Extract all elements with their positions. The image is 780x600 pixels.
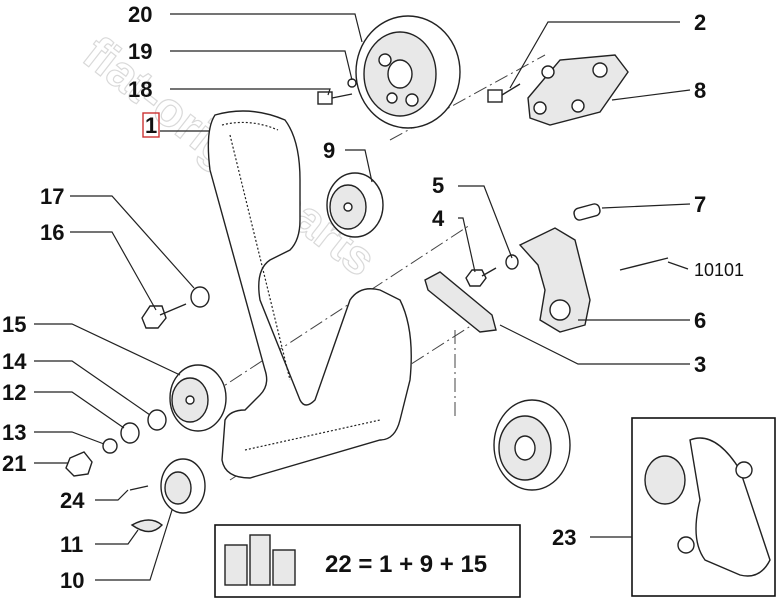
callout-24: 24 — [60, 488, 85, 513]
stud-10101 — [619, 257, 669, 271]
callout-3: 3 — [694, 352, 706, 377]
callout-13: 13 — [2, 420, 26, 445]
detail-belt — [689, 437, 771, 577]
callout-15: 15 — [2, 312, 26, 337]
callout-6: 6 — [694, 308, 706, 333]
shaft-3 — [424, 271, 497, 333]
bracket-8 — [527, 54, 629, 126]
detail-idler-2 — [677, 536, 695, 554]
callout-12: 12 — [2, 380, 26, 405]
kit-formula: 22 = 1 + 9 + 15 — [325, 551, 487, 578]
bolt-2 — [487, 83, 521, 103]
washer-17 — [190, 286, 210, 308]
callout-23: 23 — [552, 525, 576, 550]
callout-4: 4 — [432, 206, 445, 231]
callout-7: 7 — [694, 192, 706, 217]
nut-21 — [65, 451, 93, 477]
callout-9: 9 — [323, 138, 335, 163]
washer-13 — [102, 438, 118, 454]
washer-5 — [505, 254, 519, 270]
callout-1: 1 — [145, 113, 157, 138]
washer-14 — [147, 409, 167, 431]
camshaft-pulley — [355, 15, 461, 129]
callout-21: 21 — [2, 451, 26, 476]
kit-icon — [224, 534, 296, 586]
callout-10101: 10101 — [694, 260, 744, 280]
water-pump-pulley — [493, 399, 571, 491]
callout-8: 8 — [694, 78, 706, 103]
idler-pulley-9 — [326, 172, 384, 238]
leader-lines — [34, 13, 691, 581]
callout-16: 16 — [40, 220, 64, 245]
callout-17: 17 — [40, 184, 64, 209]
callout-18: 18 — [128, 77, 152, 102]
callout-5: 5 — [432, 173, 444, 198]
key-11 — [130, 519, 164, 533]
callout-1-highlight — [142, 112, 160, 138]
callout-19: 19 — [128, 39, 152, 64]
bolt-4 — [465, 267, 497, 287]
timing-belt — [207, 110, 412, 479]
washer-12 — [120, 422, 140, 444]
bolt-18 — [317, 91, 353, 105]
detail-tensioner — [644, 455, 686, 505]
belt-teeth — [221, 121, 381, 451]
pin-24 — [129, 485, 149, 491]
axis-line-1 — [209, 224, 471, 396]
detail-idler-1 — [735, 461, 753, 479]
callout-2: 2 — [694, 10, 706, 35]
pin-7 — [573, 203, 601, 221]
callout-11: 11 — [60, 532, 83, 557]
callout-10: 10 — [60, 568, 84, 593]
idler-pulley-15 — [169, 364, 227, 432]
callout-14: 14 — [2, 349, 27, 374]
washer-19 — [347, 78, 357, 88]
tensioner-6 — [518, 227, 591, 333]
callout-20: 20 — [128, 2, 152, 27]
bolt-16 — [141, 303, 187, 329]
crank-pulley-10 — [160, 458, 206, 514]
